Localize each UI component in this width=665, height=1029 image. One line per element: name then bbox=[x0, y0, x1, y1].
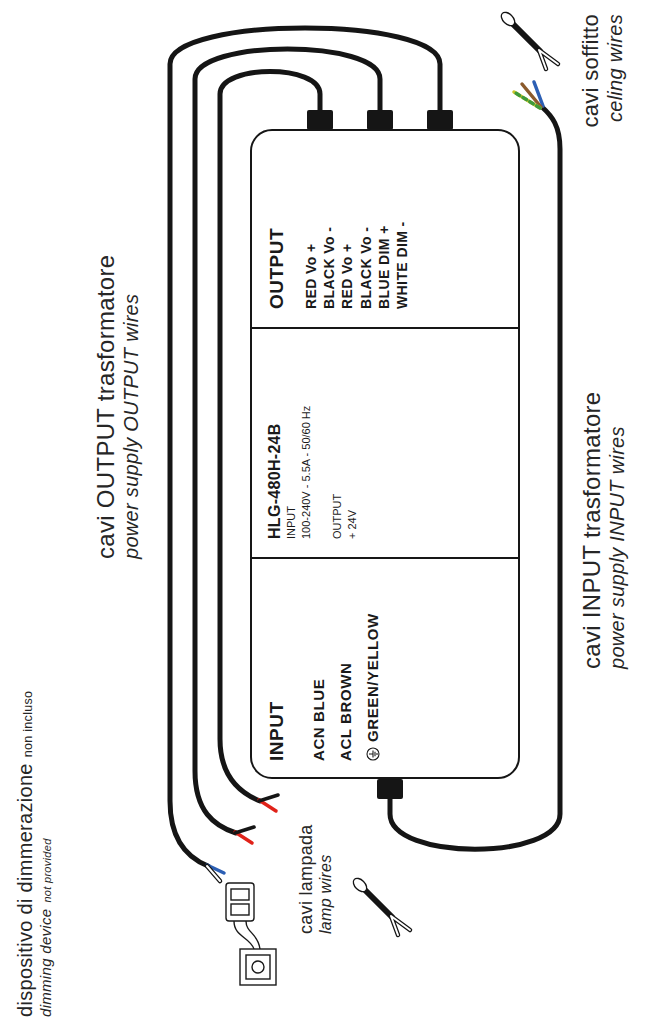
wire-ends bbox=[207, 82, 543, 881]
text-row: ACN BLUE bbox=[310, 575, 327, 761]
text-row: BLACK Vo - bbox=[357, 145, 375, 309]
spec-text: BLACK Vo - bbox=[357, 227, 375, 309]
wire-tips bbox=[539, 50, 558, 69]
output-wires-label: cavi OUTPUT trasformatorepower supply OU… bbox=[92, 255, 143, 559]
dimmer-knob bbox=[252, 961, 264, 973]
text-row: BLUE DIM + bbox=[375, 145, 393, 309]
text-row: INPUT bbox=[284, 345, 299, 539]
dimmer-frame bbox=[246, 955, 270, 979]
english-caption: power supply INPUT wires bbox=[606, 426, 628, 669]
black-wire-end bbox=[259, 795, 278, 801]
label-line: celing wires bbox=[604, 14, 627, 128]
label-line: dispositivo di dimmerazione non incluso bbox=[14, 691, 37, 1017]
text-row: WHITE DIM - bbox=[393, 145, 411, 309]
input-section: INPUT ACN BLUE ACL BROWN GREEN/YELLOW bbox=[250, 559, 520, 779]
section-heading: OUTPUT bbox=[266, 228, 288, 309]
italian-caption: cavi INPUT trasformatore bbox=[578, 392, 605, 670]
spec-text: 100-240V - 5.5A - 50/60 Hz bbox=[299, 406, 314, 539]
text-row: + 24V bbox=[345, 345, 360, 539]
ceiling-wire-icon bbox=[499, 10, 558, 69]
spec-text: WHITE DIM - bbox=[393, 221, 411, 309]
black-wire-end bbox=[235, 827, 254, 833]
cable-stub bbox=[362, 887, 392, 917]
italian-caption: cavi soffitto bbox=[578, 14, 603, 128]
lamp-wire-icon bbox=[351, 876, 410, 935]
wire-tips bbox=[539, 50, 558, 69]
terminal-slot bbox=[231, 889, 249, 900]
italian-caption: cavi lampada bbox=[296, 824, 316, 934]
label-line: cavi INPUT trasformatore bbox=[578, 392, 606, 670]
text-row: OUTPUT bbox=[330, 345, 345, 539]
text-row: RED Vo + bbox=[302, 145, 320, 309]
text-row: OUTPUT bbox=[266, 145, 288, 309]
output-connector bbox=[367, 110, 393, 130]
spec-text: + 24V bbox=[345, 510, 360, 539]
text-row: GREEN/YELLOW bbox=[364, 575, 381, 761]
text-row: RED Vo + bbox=[338, 145, 356, 309]
wire-tips bbox=[391, 916, 410, 935]
white-wire-end bbox=[207, 866, 220, 881]
spec-text: OUTPUT bbox=[330, 494, 345, 539]
text-row: 100-240V - 5.5A - 50/60 Hz bbox=[299, 345, 314, 539]
text-row: BLACK Vo - bbox=[320, 145, 338, 309]
spec-text: ACL BROWN bbox=[337, 663, 354, 761]
english-caption: power supply OUTPUT wires bbox=[120, 294, 142, 559]
label-line: lamp wires bbox=[317, 824, 335, 934]
cable-cut-end bbox=[499, 10, 517, 28]
text-row: INPUT bbox=[266, 575, 288, 761]
earth-symbol-lines bbox=[369, 751, 377, 758]
spec-text: BLACK Vo - bbox=[320, 227, 338, 309]
input-wires-label: cavi INPUT trasformatorepower supply INP… bbox=[578, 392, 629, 670]
label-line: cavi OUTPUT trasformatore bbox=[92, 255, 120, 559]
cables bbox=[170, 28, 560, 866]
terminal-slot bbox=[231, 904, 249, 915]
label-line: power supply INPUT wires bbox=[606, 392, 629, 670]
output-connector bbox=[427, 110, 453, 130]
italian-caption: cavi OUTPUT trasformatore bbox=[92, 255, 119, 559]
text-row: HLG-480H-24B bbox=[266, 345, 284, 539]
spec-text: RED Vo + bbox=[302, 243, 320, 309]
yellow-green-wire-end bbox=[514, 92, 540, 108]
section-heading: HLG-480H-24B bbox=[266, 423, 284, 539]
text-row: ACL BROWN bbox=[337, 575, 354, 761]
spec-text: GREEN/YELLOW bbox=[364, 613, 381, 742]
dimming-device-note: dispositivo di dimmerazionenon inclusodi… bbox=[14, 691, 55, 1017]
spec-text: INPUT bbox=[284, 506, 299, 539]
lamp-wires-label: cavi lampadalamp wires bbox=[296, 824, 335, 934]
italian-caption: non incluso bbox=[21, 691, 35, 758]
cable-stub bbox=[510, 21, 540, 51]
cable-cut-end bbox=[351, 876, 369, 894]
italian-caption: dispositivo di dimmerazione bbox=[14, 763, 36, 1017]
english-caption: not provided bbox=[41, 838, 53, 902]
english-caption: lamp wires bbox=[317, 855, 334, 934]
label-line: cavi soffitto bbox=[578, 14, 604, 128]
spec-text: RED Vo + bbox=[338, 243, 356, 309]
section-heading: INPUT bbox=[266, 702, 288, 762]
model-section: HLG-480H-24BINPUT100-240V - 5.5A - 50/60… bbox=[250, 329, 520, 559]
spec-text: ACN BLUE bbox=[310, 679, 327, 761]
output-section: OUTPUTRED Vo +BLACK Vo -RED Vo +BLACK Vo… bbox=[250, 129, 520, 329]
english-caption: dimming device bbox=[37, 909, 54, 1017]
dimmer-plate bbox=[240, 949, 276, 985]
output-connector bbox=[307, 110, 333, 130]
earth-symbol bbox=[366, 747, 380, 761]
label-line: cavi lampada bbox=[296, 824, 317, 934]
earth-symbol-ring bbox=[367, 748, 379, 760]
label-line: power supply OUTPUT wires bbox=[120, 255, 143, 559]
dimming-device-icon bbox=[226, 883, 276, 985]
terminal-block bbox=[226, 883, 254, 921]
input-connector bbox=[377, 779, 403, 799]
yellow-green-wire-end bbox=[514, 92, 540, 108]
label-line: dimming device not provided bbox=[37, 691, 55, 1017]
spec-text: BLUE DIM + bbox=[375, 225, 393, 309]
dimmer-leads bbox=[234, 921, 260, 949]
white-wire-end bbox=[207, 866, 220, 881]
ceiling-wires-label: cavi soffittoceling wires bbox=[578, 14, 627, 128]
wire-tips bbox=[391, 916, 410, 935]
english-caption: celing wires bbox=[604, 14, 626, 122]
